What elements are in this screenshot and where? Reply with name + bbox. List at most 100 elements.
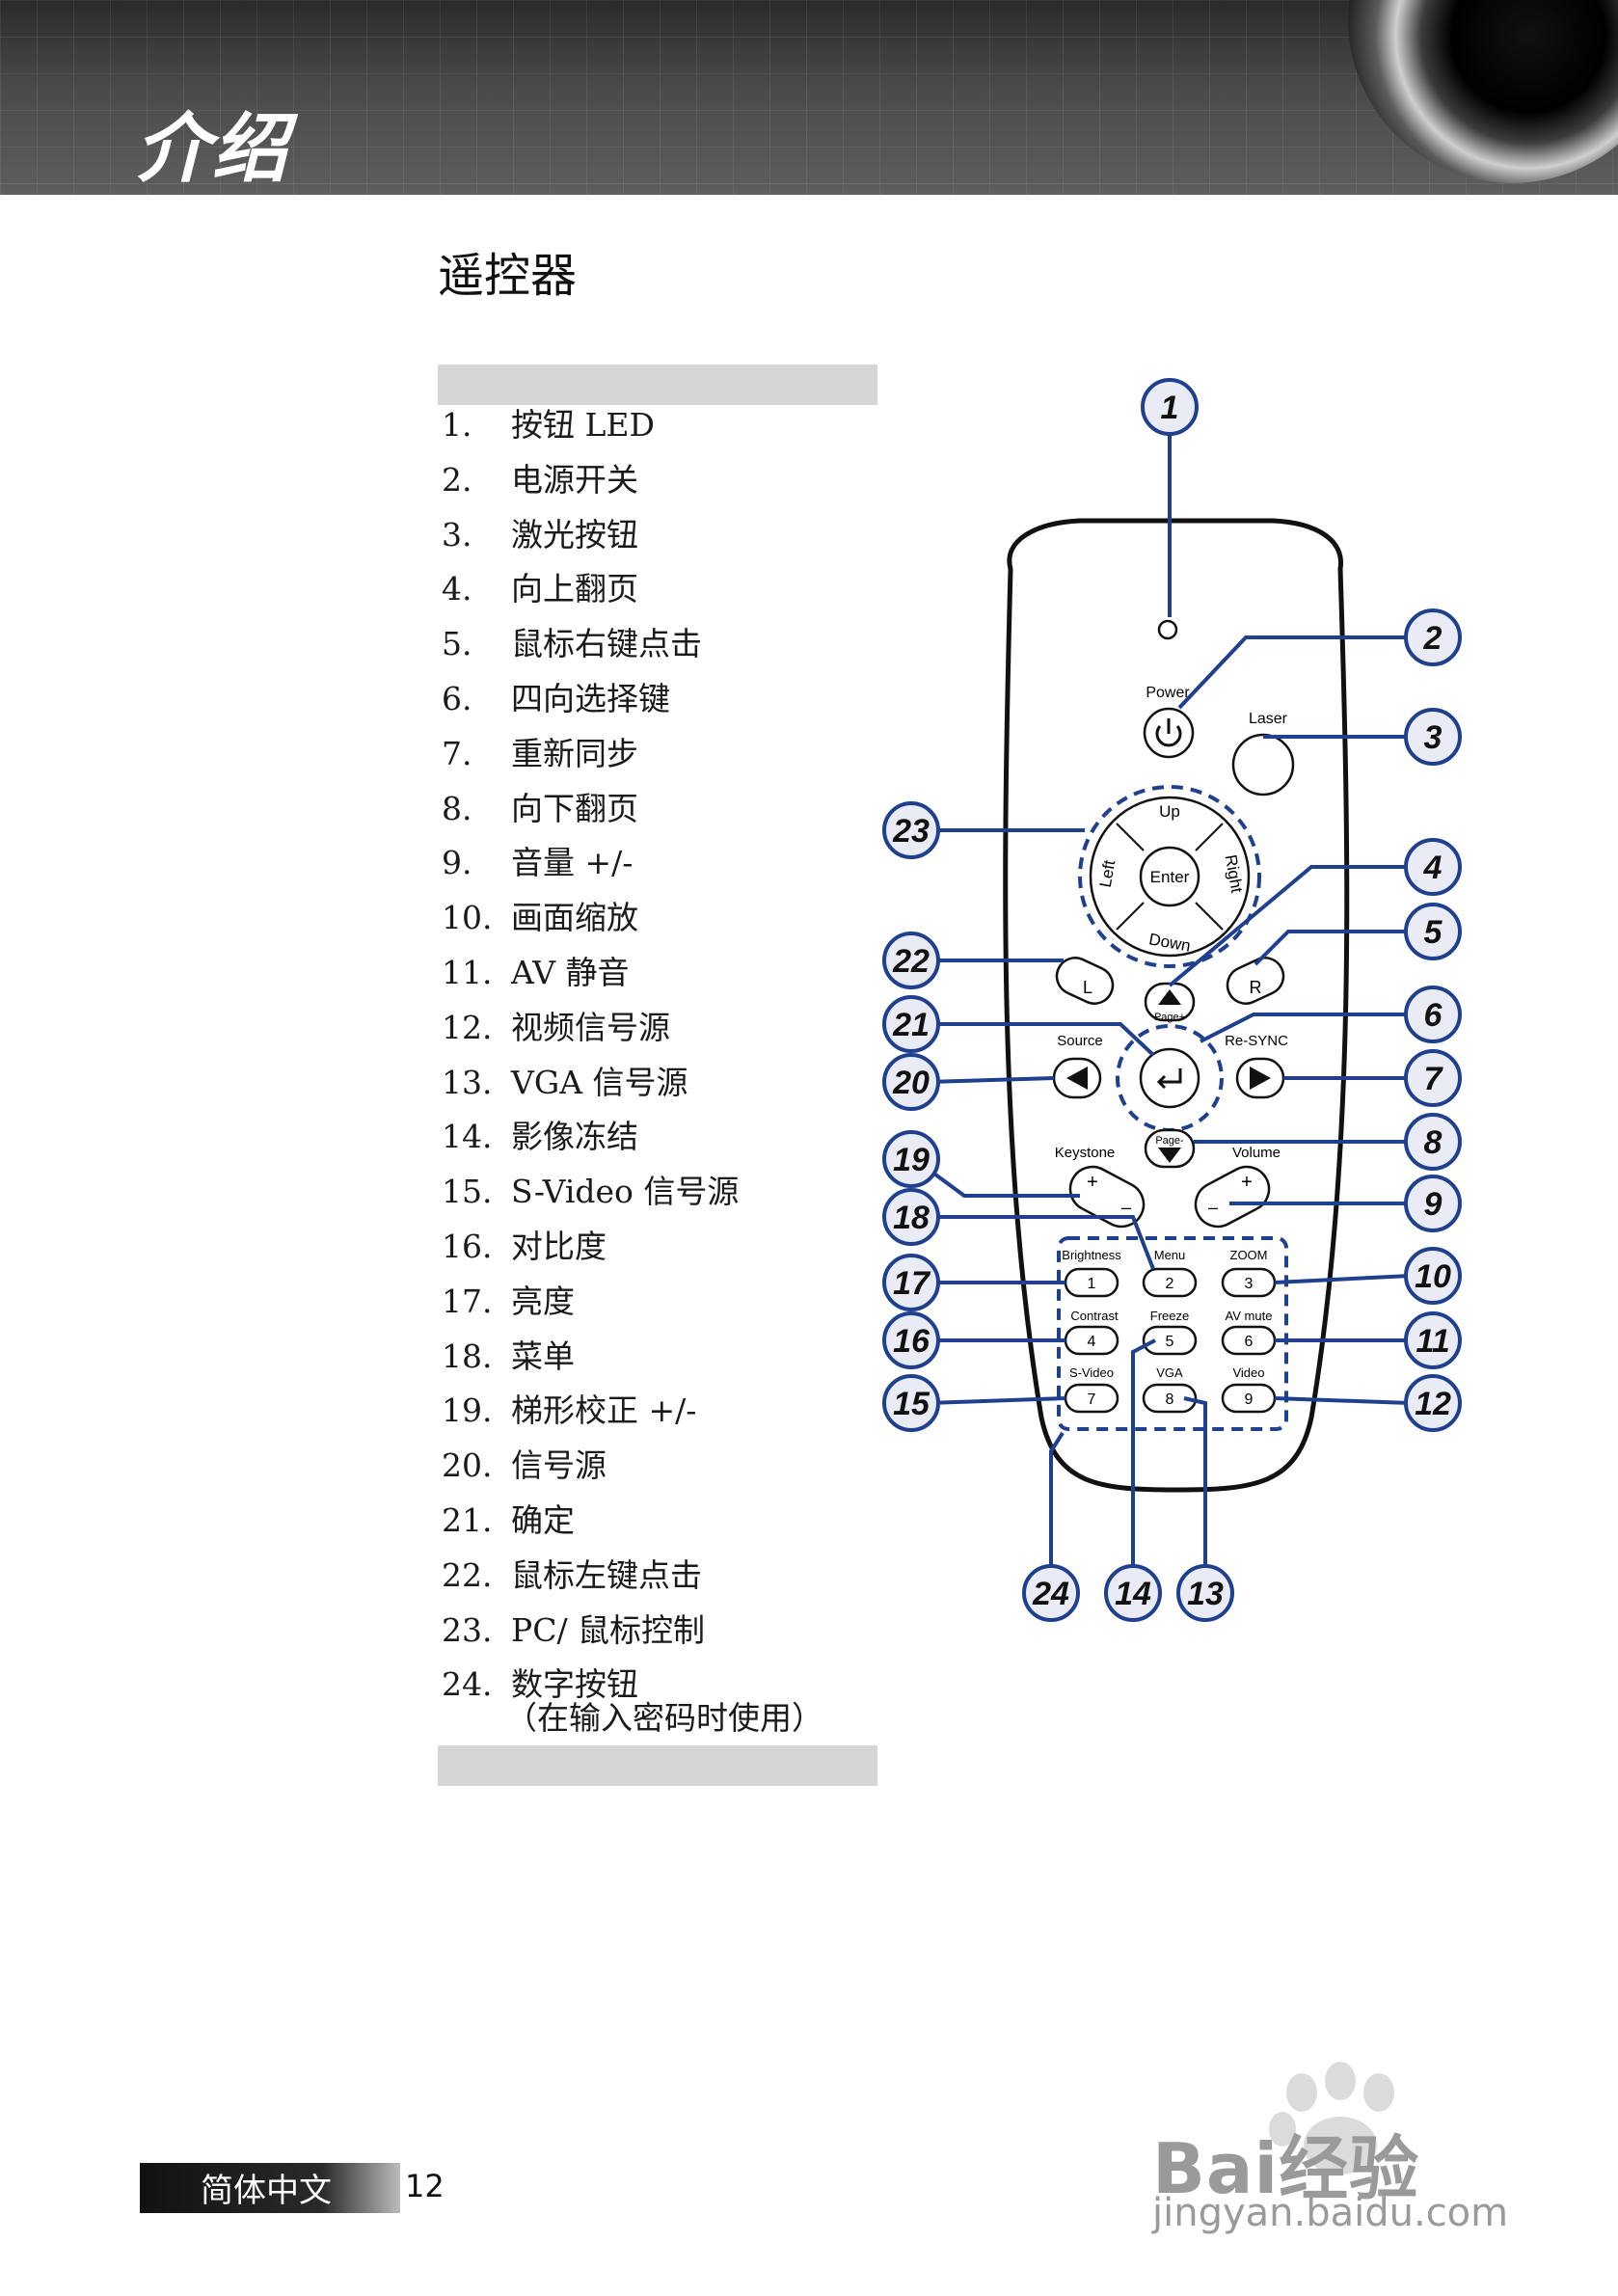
page-header: 介绍 xyxy=(0,0,1618,195)
list-item: 15.S-Video 信号源 xyxy=(442,1164,895,1219)
section-title: 遥控器 xyxy=(438,249,578,303)
item-number: 19. xyxy=(442,1391,493,1430)
item-label: 向下翻页 xyxy=(511,789,638,827)
callout-badge-24 xyxy=(1022,1564,1080,1622)
callout-number-9: 9 xyxy=(1424,1186,1443,1223)
key-2 xyxy=(1142,1267,1198,1298)
item-number: 23. xyxy=(442,1610,493,1649)
list-item: 4.向上翻页 xyxy=(442,561,895,616)
callout-number-6: 6 xyxy=(1424,997,1443,1034)
callout-number-3: 3 xyxy=(1424,719,1443,756)
key-4-label: 4 xyxy=(1088,1334,1096,1350)
list-item: 8. 向下翻页 xyxy=(442,781,895,836)
callout-number-21: 21 xyxy=(892,1007,930,1043)
callout-number-8: 8 xyxy=(1424,1124,1443,1161)
key-5-label: 5 xyxy=(1166,1334,1174,1350)
list-item: 13.VGA 信号源 xyxy=(442,1055,895,1110)
callout-number-7: 7 xyxy=(1424,1061,1444,1097)
brightness-label: Brightness xyxy=(1062,1248,1121,1262)
item-label: 电源开关 xyxy=(511,460,638,499)
paw-print-icon xyxy=(1269,2062,1394,2174)
chapter-title: 介绍 xyxy=(135,106,290,193)
callout-badge-13 xyxy=(1176,1564,1234,1622)
callout-number-24: 24 xyxy=(1032,1576,1069,1612)
remote-control-diagram: Power Laser Enter Up Down Left Right L R… xyxy=(882,378,1462,1622)
zoom-label: ZOOM xyxy=(1230,1248,1268,1262)
callout-badge-15 xyxy=(882,1374,940,1432)
keystone-plus: + xyxy=(1087,1172,1098,1193)
list-item: 17.亮度 xyxy=(442,1274,895,1329)
list-item: 14.影像冻结 xyxy=(442,1109,895,1164)
svideo-label: S-Video xyxy=(1069,1365,1114,1380)
left-label: Left xyxy=(1096,858,1119,888)
callout-number-10: 10 xyxy=(1415,1258,1451,1295)
list-item: 2. 电源开关 xyxy=(442,452,895,507)
list-item: 11.AV 静音 xyxy=(442,945,895,1000)
callout-badge-6 xyxy=(1404,986,1462,1043)
item-number: 3. xyxy=(442,515,472,554)
item-number: 8. xyxy=(442,789,472,827)
item-number: 7. xyxy=(442,734,472,772)
item-label: 影像冻结 xyxy=(511,1118,638,1156)
page-number: 12 xyxy=(405,2168,445,2204)
key-7-label: 7 xyxy=(1088,1391,1096,1408)
callout-badge-18 xyxy=(882,1188,940,1246)
callout-number-19: 19 xyxy=(893,1142,930,1178)
item-number: 2. xyxy=(442,460,472,499)
callout-badge-5 xyxy=(1404,903,1462,960)
triangle-down-icon xyxy=(1158,1148,1181,1163)
r-label: R xyxy=(1250,978,1262,997)
callout-badge-12 xyxy=(1404,1374,1462,1432)
item-label: AV 静音 xyxy=(511,953,630,991)
callout-number-5: 5 xyxy=(1424,914,1443,951)
triangle-right-icon xyxy=(1250,1067,1271,1090)
item-label: 菜单 xyxy=(511,1337,575,1375)
item-number: 13. xyxy=(442,1063,493,1101)
item-number: 16. xyxy=(442,1227,493,1265)
watermark-brand: Bai经验 xyxy=(1152,2128,1420,2209)
triangle-left-icon xyxy=(1066,1067,1088,1090)
list-item: 19.梯形校正 +/- xyxy=(442,1383,895,1438)
item-number: 12. xyxy=(442,1008,493,1046)
item-label: 按钮 LED xyxy=(511,406,655,444)
keystone-label: Keystone xyxy=(1055,1145,1116,1161)
volume-label: Volume xyxy=(1232,1145,1281,1161)
callout-badge-22 xyxy=(882,932,940,989)
item-label: PC/ 鼠标控制 xyxy=(511,1610,706,1649)
key-9-label: 9 xyxy=(1245,1391,1254,1408)
key-2-label: 2 xyxy=(1166,1276,1174,1292)
callout-number-23: 23 xyxy=(892,813,930,850)
item-number: 4. xyxy=(442,570,472,608)
keypad-dashed-box xyxy=(1057,1236,1288,1431)
triangle-up-icon xyxy=(1158,989,1181,1005)
footer-language: 简体中文 xyxy=(201,2172,332,2210)
item-label: 音量 +/- xyxy=(511,844,634,882)
item-sublabel: （在输入密码时使用） xyxy=(505,1699,823,1738)
callout-badge-7 xyxy=(1404,1049,1462,1107)
callout-badge-19 xyxy=(882,1130,940,1188)
list-item: 10.画面缩放 xyxy=(442,890,895,945)
enter-label: Enter xyxy=(1150,868,1190,886)
callout-number-22: 22 xyxy=(892,943,930,980)
item-label: 鼠标右键点击 xyxy=(511,625,702,663)
item-number: 10. xyxy=(442,899,493,937)
up-label: Up xyxy=(1159,802,1180,821)
list-item: 1. 按钮 LED xyxy=(442,397,895,452)
menu-label: Menu xyxy=(1154,1248,1186,1262)
callout-number-18: 18 xyxy=(893,1200,930,1236)
callout-badge-21 xyxy=(882,995,940,1053)
item-number: 1. xyxy=(442,406,472,444)
callout-number-12: 12 xyxy=(1415,1386,1451,1422)
item-label: S-Video 信号源 xyxy=(511,1173,740,1211)
item-number: 21. xyxy=(442,1500,493,1539)
list-item: 5. 鼠标右键点击 xyxy=(442,616,895,671)
enter-button xyxy=(1139,846,1200,907)
key-1-label: 1 xyxy=(1088,1276,1096,1292)
callout-badge-20 xyxy=(882,1053,940,1111)
list-item: 18.菜单 xyxy=(442,1329,895,1384)
callout-number-17: 17 xyxy=(893,1265,931,1302)
volume-plus: + xyxy=(1241,1172,1253,1193)
item-number: 17. xyxy=(442,1282,493,1320)
item-number: 5. xyxy=(442,625,472,663)
